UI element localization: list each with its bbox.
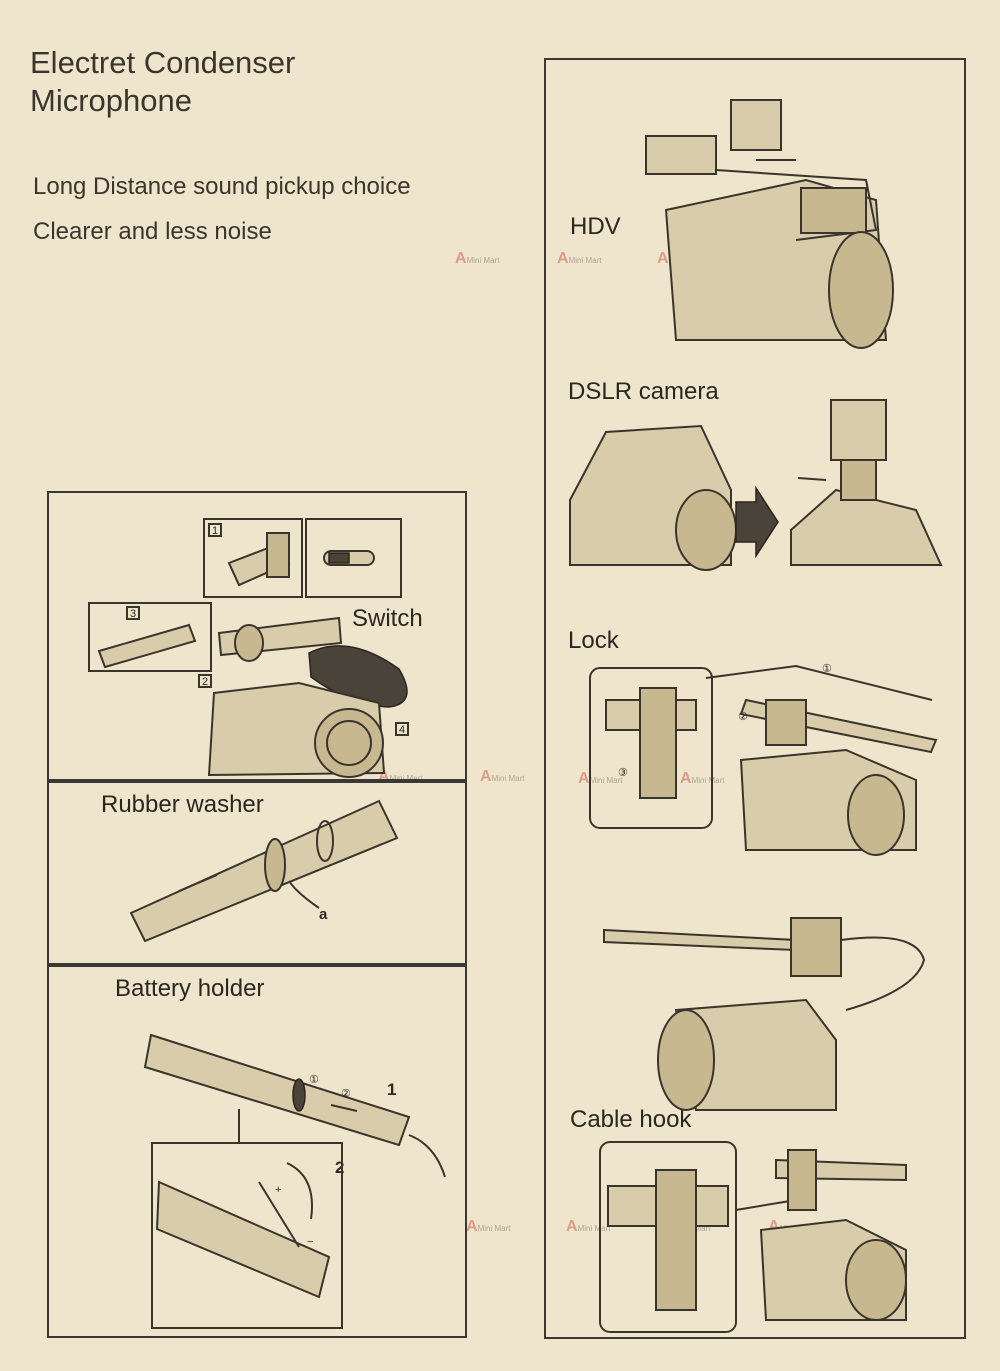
rubber-washer-panel: Rubber washer a (47, 781, 467, 965)
parts-diagram-panel: 3 1 2 4 Switch (47, 491, 467, 781)
clamp-inset (266, 532, 290, 578)
switch-marking (178, 874, 218, 892)
callout-circle-1: ① (309, 1074, 319, 1086)
shoe-mount (840, 459, 877, 501)
watermark-logo: AMini Mart (378, 768, 423, 785)
arrow (797, 477, 827, 481)
callout-circle-3: ③ (618, 767, 628, 779)
callout-box (198, 674, 212, 688)
cable-hook (655, 1169, 697, 1311)
watermark-logo: AMini Mart (680, 770, 725, 787)
switch-label: Switch (352, 605, 423, 632)
mic-holder (790, 917, 842, 977)
shock-mount (234, 624, 264, 662)
mic-holder (765, 699, 807, 746)
dslr-illustration (569, 399, 943, 571)
watermark-logo: AMini Mart (557, 250, 602, 267)
callout-a: a (319, 906, 328, 923)
washer-ring (316, 820, 334, 862)
mic-holder (730, 99, 782, 151)
arrow (288, 880, 320, 909)
battery-holder-label: Battery holder (115, 975, 265, 1002)
ring-one (292, 1078, 306, 1112)
callout-1: 1 (212, 525, 218, 537)
section-hdv-label: HDV (570, 213, 621, 240)
camera-lens (847, 774, 905, 856)
section-dslr-label: DSLR camera (568, 378, 719, 405)
section-lock-label: Lock (568, 627, 619, 654)
rubber-washer (264, 838, 286, 892)
plus-sign: + (275, 1184, 281, 1196)
accessory-shoe (800, 187, 867, 234)
camera-lens (314, 708, 384, 778)
inset-box (305, 518, 402, 598)
callout-2: 2 (202, 676, 208, 688)
open-arrow (286, 1162, 313, 1220)
title-line-1: Electret Condenser (30, 45, 296, 80)
switch-knob (328, 552, 350, 564)
mic-cable (840, 936, 926, 1011)
minus-sign: − (307, 1236, 313, 1248)
callout-circle-1: ① (822, 663, 832, 675)
rubber-washer-illustration: a (129, 799, 399, 943)
callout-box (126, 606, 140, 620)
battery-holder-panel: Battery holder ① ② 1 2 + − (47, 965, 467, 1338)
step-2: 2 (335, 1158, 344, 1177)
callout-circle-2: ② (738, 711, 748, 723)
viewfinder (645, 135, 717, 175)
lens-hood (828, 231, 894, 349)
mic-body-inset (97, 623, 197, 669)
arrow (330, 1104, 358, 1112)
callout-box (395, 722, 409, 736)
watermark-logo: AMini Mart (480, 768, 525, 785)
section-cable-hook-label: Cable hook (570, 1106, 692, 1133)
title-line-2: Microphone (30, 83, 192, 118)
watermark-logo: AMini Mart (455, 250, 500, 267)
mounted-camera-illustration (603, 917, 926, 1111)
transition-arrow-icon (735, 485, 779, 559)
mic-body (129, 799, 399, 943)
mounting-illustrations: ① ② ③ (569, 99, 943, 1333)
rubber-washer-label: Rubber washer (101, 791, 264, 818)
callout-box (208, 523, 222, 537)
dslr-camera-top (790, 488, 943, 566)
mic-body (143, 1033, 411, 1147)
document-title: Electret Condenser Microphone (30, 44, 295, 120)
parts-illustration: 3 1 2 4 (88, 518, 409, 778)
mic-holder (787, 1149, 817, 1211)
lock-detail-inset (589, 667, 713, 829)
detail-inset (151, 1142, 343, 1329)
handle (715, 169, 878, 241)
battery-compartment (155, 1180, 331, 1299)
leader-line (705, 664, 933, 701)
lens-ring (326, 720, 372, 766)
tagline-2: Clearer and less noise (33, 218, 272, 245)
step-1: 1 (387, 1080, 396, 1099)
cable (408, 1134, 446, 1178)
shotgun-mic (603, 928, 797, 952)
callout-3: 3 (130, 608, 136, 620)
watermark-logo: AMini Mart (578, 770, 623, 787)
battery-holder-illustration: ① ② 1 2 + − (143, 1033, 446, 1329)
mounting-panel: HDV DSLR camera Lock Cable hook (544, 58, 966, 1339)
watermark-logo: AMini Mart (466, 1218, 511, 1235)
camera-lens (675, 489, 737, 571)
tagline-1: Long Distance sound pickup choice (33, 173, 411, 200)
battery-door (258, 1181, 300, 1248)
camera-lens (845, 1239, 907, 1321)
cable-hook-illustration (599, 1141, 907, 1333)
lock-clamp (639, 687, 677, 799)
hdv-illustration (645, 99, 894, 349)
leader-line (735, 1199, 797, 1211)
callout-circle-2: ② (341, 1088, 351, 1100)
cable-hook-detail-inset (599, 1141, 737, 1333)
mic-holder (830, 399, 887, 461)
watermark-logo: AMini Mart (566, 1218, 611, 1235)
lock-illustration: ① ② ③ (589, 663, 938, 856)
inset-box (88, 602, 212, 672)
camera-lens (657, 1009, 715, 1111)
inset-box (203, 518, 303, 598)
callout-4: 4 (399, 724, 405, 736)
